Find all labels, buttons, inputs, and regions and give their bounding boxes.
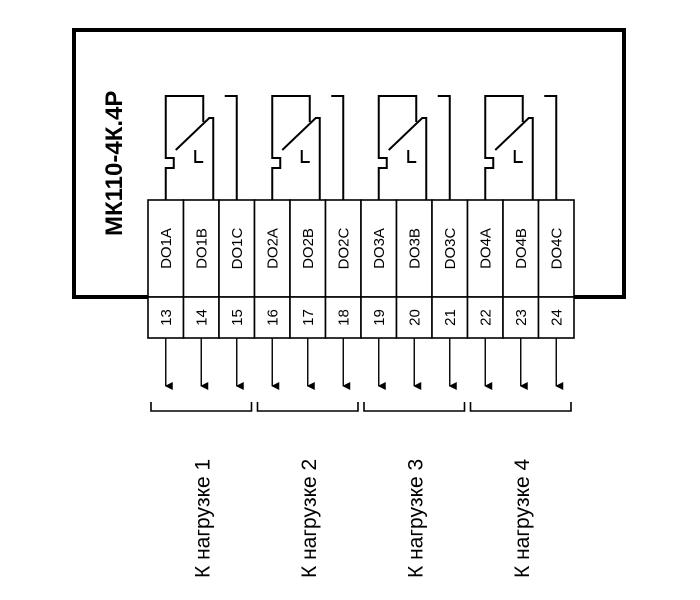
relay-contact-symbol	[271, 95, 345, 200]
terminal-label-cell	[466, 199, 504, 298]
terminal-label: DO2C	[335, 228, 352, 270]
load-groups: К нагрузке 1 К нагрузке 2 К нагрузке 3 К на…	[150, 402, 572, 578]
terminal-number: 15	[229, 309, 246, 326]
terminal-strip: DO1A 13 DO1B 14 DO1C 15 DO2A 16 DO2B 17 DO2C 18 DO3A…	[147, 199, 575, 339]
terminal-number: 19	[371, 309, 388, 326]
load-bracket	[363, 402, 466, 412]
load-group: К нагрузке 2	[256, 402, 359, 578]
terminal-number: 21	[442, 309, 459, 326]
terminal-number-cell	[147, 296, 185, 339]
terminal-number: 20	[406, 309, 423, 326]
terminal-label: DO1B	[193, 228, 210, 269]
terminal-number: 16	[264, 309, 281, 326]
relay-contact-symbol	[484, 95, 558, 200]
terminal-label-cell	[360, 199, 398, 298]
device-model-label: МК110-4К.4Р	[101, 91, 128, 236]
load-group: К нагрузке 3	[363, 402, 466, 578]
terminal-label: DO2B	[300, 228, 317, 269]
relay-contact-symbol	[377, 95, 451, 200]
device-housing	[72, 28, 626, 299]
load-label: К нагрузке 1	[191, 459, 214, 578]
terminal-number-cell	[431, 296, 469, 339]
terminal-label: DO4B	[513, 228, 530, 269]
load-label: К нагрузке 4	[511, 458, 534, 578]
terminal-number: 17	[300, 309, 317, 326]
terminal-number: 14	[193, 309, 210, 326]
load-group: К нагрузке 1	[150, 402, 253, 578]
terminal-number-cell	[537, 296, 575, 339]
relay-contacts	[164, 95, 558, 200]
relay-contact-symbol	[164, 95, 238, 200]
terminal-label: DO3A	[371, 228, 388, 269]
load-group: К нагрузке 4	[469, 402, 572, 578]
terminal-number: 22	[477, 309, 494, 326]
load-bracket	[150, 402, 253, 412]
load-bracket	[256, 402, 359, 412]
terminal-label: DO4C	[548, 228, 565, 270]
terminal-label: DO3C	[442, 228, 459, 270]
terminal-number-cell	[360, 296, 398, 339]
terminal-label-cell	[289, 199, 327, 298]
terminal-number: 24	[548, 309, 565, 326]
load-bracket	[469, 402, 572, 412]
load-label: К нагрузке 2	[298, 459, 321, 578]
terminal-label: DO1C	[229, 228, 246, 270]
terminal-number: 18	[335, 309, 352, 326]
terminal-label: DO3B	[406, 228, 423, 269]
terminal-number: 13	[158, 309, 175, 326]
terminal-label: DO2A	[264, 228, 281, 269]
load-label: К нагрузке 3	[404, 459, 427, 578]
terminal-number: 23	[513, 309, 530, 326]
terminal-label-cell	[395, 199, 433, 298]
terminal-label-cell	[324, 199, 362, 298]
terminal-label: DO1A	[158, 228, 175, 269]
terminal-label: DO4A	[477, 228, 494, 269]
output-wires	[164, 338, 564, 390]
